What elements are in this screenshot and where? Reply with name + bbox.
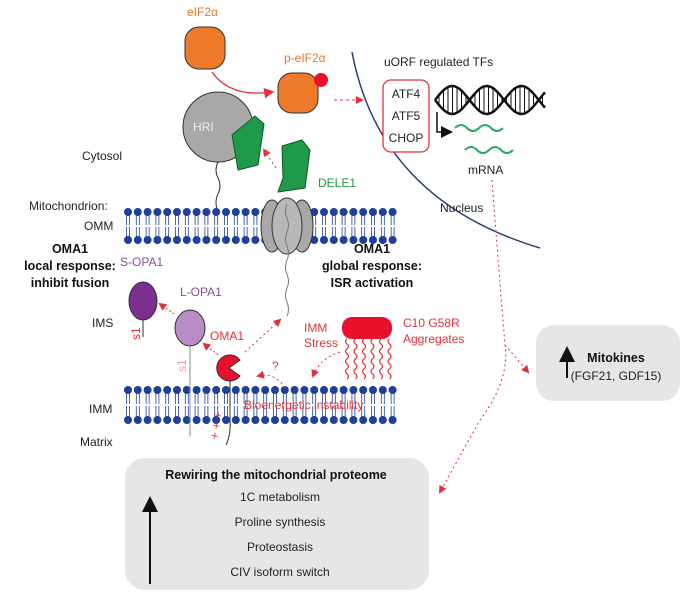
dele1-cleaved [277,139,311,193]
global-response-desc: ISR activation [331,276,414,290]
phosphorylation-arrow [211,71,275,99]
proteome-item: Proline synthesis [235,515,326,529]
instability-to-oma1-arrow [256,370,286,389]
nuclear-envelope [351,51,541,249]
l-opa1-label: L-OPA1 [180,285,222,299]
l-opa1-s1: s1 [175,359,189,372]
oma1-protease [216,354,241,382]
local-response-title: local response: [24,259,116,273]
signal-path [439,179,507,494]
aggregates-1: C10 G58R [403,316,460,330]
outer-mitochondrial-membrane [124,208,397,244]
s-opa1-label: S-OPA1 [120,255,163,269]
hri-label: HRI [193,120,214,134]
c10-aggregate [342,317,392,380]
proteome-box [125,458,429,590]
mitochondrion-label: Mitochondrion: [29,199,108,213]
eif2a-protein [184,26,226,70]
global-response-oma1: OMA1 [354,242,390,256]
l-opa1-protein [174,309,206,347]
proteome-title: Rewiring the mitochondrial proteome [165,468,387,482]
phosphate-icon [314,73,328,87]
dele1-label: DELE1 [318,176,356,190]
cleavage-arrow [158,302,175,315]
mrna-icon [454,124,514,154]
global-response-title: global response: [322,259,422,273]
dele1-protein [231,115,265,171]
imm-stress-2: Stress [304,336,338,350]
oma1-to-lopa1-arrow [202,342,219,356]
oma1-label: OMA1 [210,329,244,343]
eif2a-label: eIF2α [187,5,218,19]
cytosol-label: Cytosol [82,149,122,163]
p-eif2a-protein [277,72,319,114]
dele1-import-chain [285,203,289,317]
tf-chop: CHOP [389,131,424,145]
tf-box [382,79,430,153]
bioenergetic-label: Bioenergetic instability [244,398,363,412]
transcription-arrow [436,112,453,138]
mitokines-box [536,325,680,401]
mitokines-subtitle: (FGF21, GDF15) [571,369,662,383]
ims-label: IMS [92,316,113,330]
p-eif2a-label: p-eIF2α [284,51,326,65]
oma1-to-dele1-arrow [244,318,282,353]
hri-tether [215,161,221,213]
uorf-title: uORF regulated TFs [384,55,493,69]
s-opa1-s1: s1 [129,327,143,340]
oma1-anchor [225,381,231,446]
s-opa1-protein [128,281,158,321]
nucleus-label: Nucleus [440,201,483,215]
omm-label: OMM [84,219,113,233]
imm-label: IMM [89,402,112,416]
local-response-oma1: OMA1 [52,242,88,256]
proteome-item: Proteostasis [247,540,313,554]
mitokine-arrow [504,344,530,374]
dele1-arrow [262,148,277,169]
question-mark: ? [272,359,279,373]
proteome-item: CIV isoform switch [230,565,329,579]
inner-mitochondrial-membrane [124,386,397,424]
mitokines-title: Mitokines [587,351,645,365]
tf-atf5: ATF5 [392,109,421,123]
tf-atf4: ATF4 [392,87,421,101]
import-pore [260,197,314,255]
matrix-charges: + + + [207,411,226,441]
proteome-item: 1C metabolism [240,490,320,504]
local-response-desc: inhibit fusion [31,276,109,290]
stress-arrow [311,351,341,378]
mrna-label: mRNA [468,163,503,177]
imm-stress-1: IMM [304,321,327,335]
matrix-label: Matrix [80,435,113,449]
aggregates-2: Aggregates [403,332,464,346]
dna-helix-icon [434,84,546,116]
